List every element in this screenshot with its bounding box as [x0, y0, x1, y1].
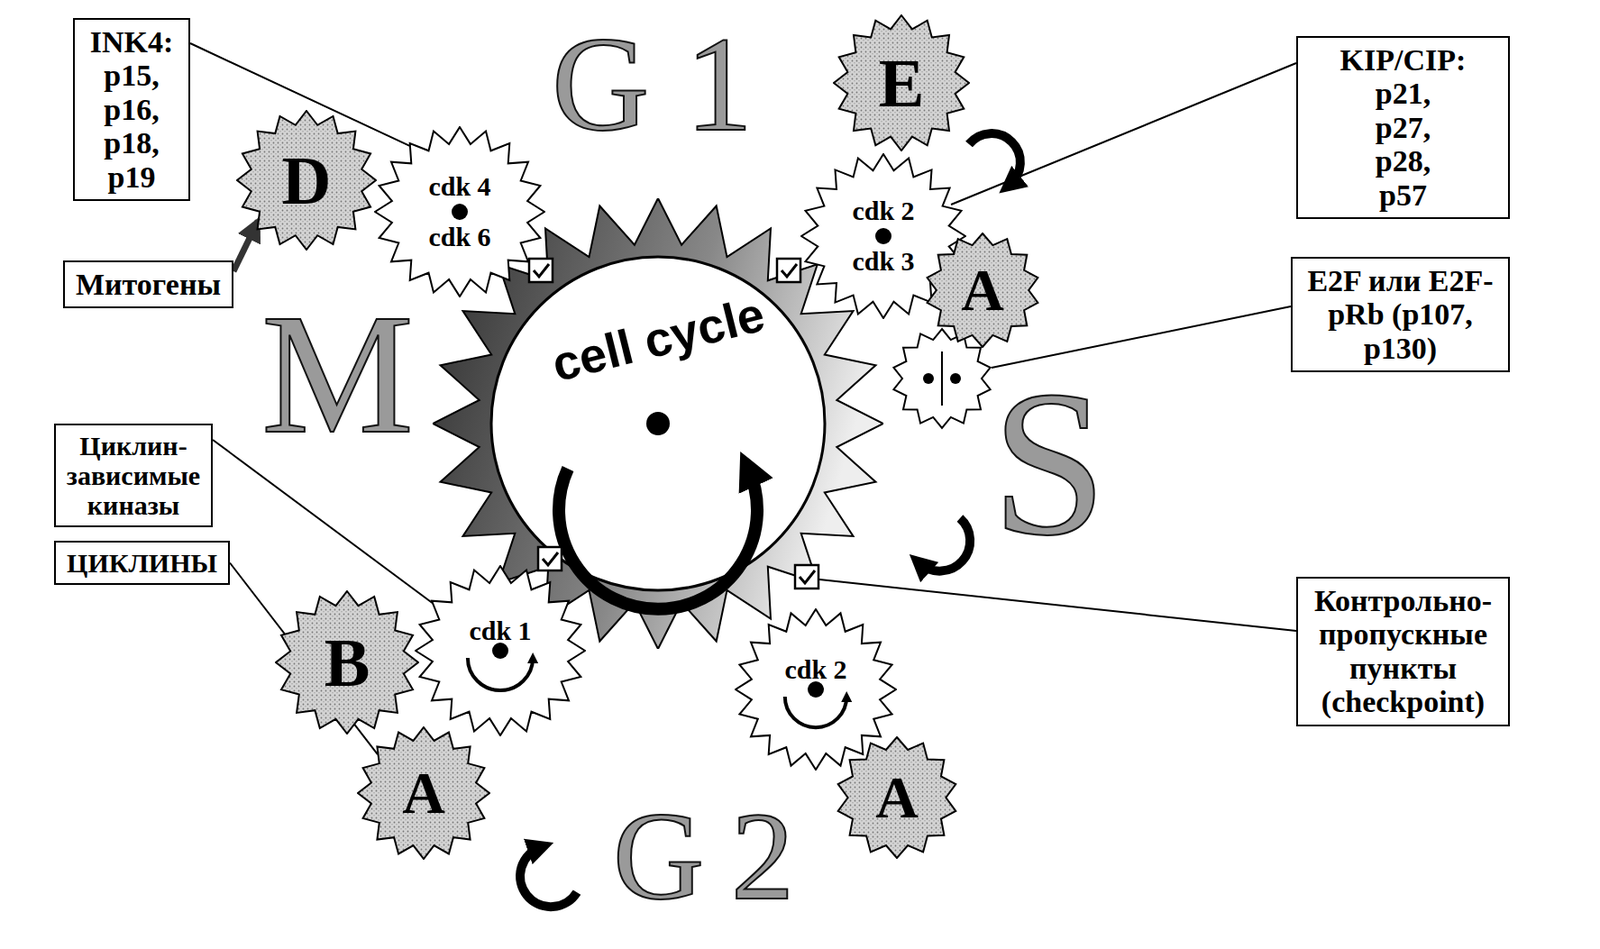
phase-label: G1: [551, 16, 789, 152]
checkpoint-box: [777, 258, 801, 283]
cyclin-gear: E: [832, 14, 970, 152]
gear-dot: [875, 228, 892, 245]
small-gear: [893, 329, 990, 429]
checkpoint-box: [538, 547, 562, 571]
label-box: KIP/CIP: p21, p27, p28, p57: [1296, 36, 1510, 220]
gear-outline: [838, 737, 957, 859]
gear-text: E: [878, 48, 925, 118]
gear-outline: [833, 15, 970, 151]
box-text: ЦИКЛИНЫ: [64, 548, 220, 578]
phase-arrow: [520, 847, 577, 907]
checkpoint-tick: [799, 570, 815, 584]
cyclin-gear: A: [924, 232, 1041, 348]
gear-dot: [451, 203, 468, 220]
box-text: Митогены: [73, 267, 223, 302]
gear-text: cdk 4: [428, 173, 491, 201]
label-box: E2F или E2F-pRb (p107, p130): [1290, 256, 1510, 373]
box-text: E2F или E2F-pRb (p107, p130): [1301, 264, 1500, 366]
phase-arrow: [919, 518, 970, 572]
gear-outline: [237, 110, 376, 250]
leader-line: [212, 439, 438, 607]
phase-label: M: [261, 288, 414, 460]
gear-text: B: [324, 628, 371, 697]
inner-circle: [491, 256, 825, 591]
cdk-gear: cdk 1: [414, 565, 586, 737]
checkpoint-box: [795, 565, 819, 589]
cycle-arrow: [558, 468, 758, 610]
phase-label: S: [991, 360, 1107, 568]
gear-shape: [374, 126, 546, 298]
gear-outline: [357, 727, 490, 860]
cyclin-gear: A: [835, 736, 959, 860]
checkpoint-tick: [533, 264, 549, 277]
gear-text: cdk 2: [784, 656, 847, 684]
checkpoint-box: [529, 258, 553, 283]
leader-line: [811, 578, 1297, 631]
checkpoint-tick: [542, 552, 558, 566]
cyclin-gear: A: [356, 726, 491, 860]
label-box: INK4: p15, p16, p18, p19: [73, 18, 191, 202]
box-text: KIP/CIP: p21, p27, p28, p57: [1307, 43, 1500, 212]
cyclin-gear: D: [236, 109, 377, 251]
gear-text: cdk 6: [428, 223, 491, 251]
gear-outline: [415, 566, 586, 736]
box-text: Контрольно- пропускные пункты (checkpoin…: [1307, 584, 1500, 720]
gear-outline: [374, 127, 545, 297]
gear-text: D: [282, 146, 332, 215]
box-text: Циклин- зависимые киназы: [64, 430, 202, 521]
gear-text: A: [402, 763, 446, 823]
gear-text: cdk 2: [851, 197, 915, 225]
leader-line: [233, 220, 258, 272]
gear-text: A: [960, 260, 1005, 320]
leader-line: [991, 306, 1291, 368]
gear-text: cdk 1: [468, 617, 531, 645]
phase-label: G2: [612, 793, 822, 920]
leader-line: [950, 63, 1297, 205]
label-box: Контрольно- пропускные пункты (checkpoin…: [1296, 576, 1510, 727]
cdk-gear: cdk 4 cdk 6: [374, 126, 546, 298]
gear-shape: [414, 565, 586, 737]
gear-text: cdk 3: [851, 247, 915, 275]
label-box: Циклин- зависимые киназы: [54, 423, 213, 528]
phase-arrow: [969, 133, 1021, 185]
gear-arrow: [467, 658, 533, 691]
gear-outline: [275, 591, 419, 734]
box-text: INK4: p15, p16, p18, p19: [83, 25, 180, 194]
label-box: ЦИКЛИНЫ: [54, 540, 230, 586]
label-box: Митогены: [63, 260, 234, 309]
gear-text: A: [875, 768, 919, 828]
gear-arrow: [785, 696, 847, 728]
cyclin-gear: B: [274, 590, 420, 735]
gear-dot: [807, 681, 824, 698]
gear-dot: [492, 642, 509, 659]
checkpoint-tick: [781, 264, 797, 277]
gear-outline: [927, 233, 1039, 348]
center-dot: [646, 411, 670, 436]
